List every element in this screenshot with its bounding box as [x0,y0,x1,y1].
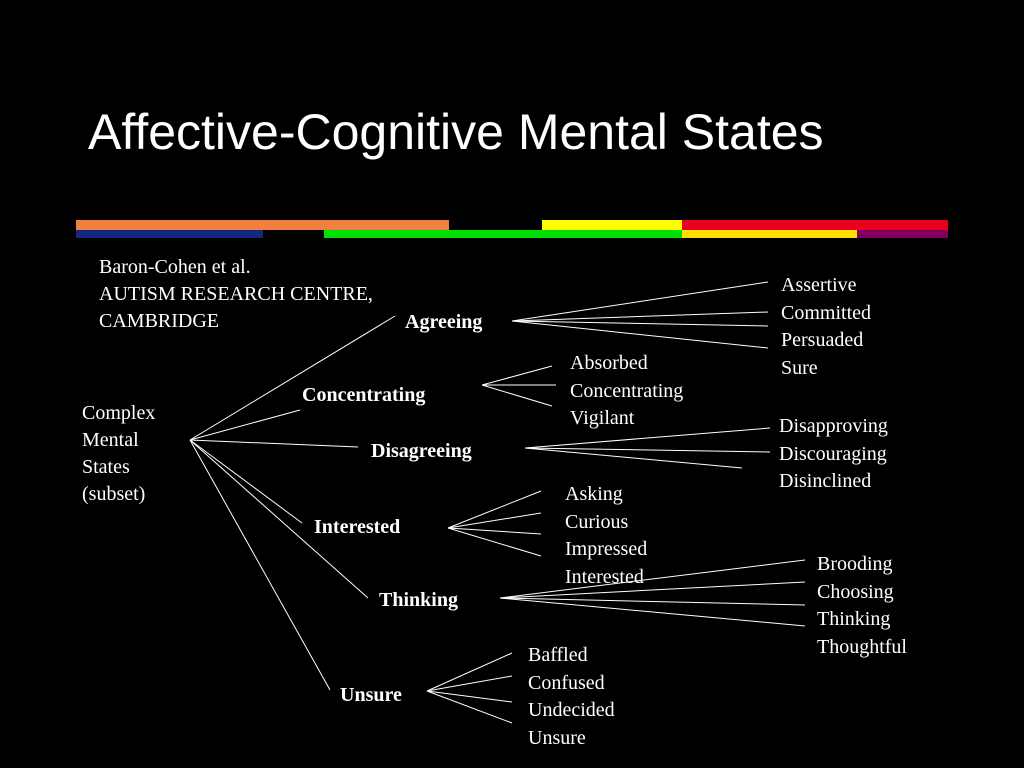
leaf-list-agreeing: Assertive Committed Persuaded Sure [781,272,871,382]
root-line: (subset) [82,483,146,505]
connector-line [189,439,331,691]
connector-line [447,527,542,535]
credit-block: Baron-Cohen et al. AUTISM RESEARCH CENTR… [99,254,373,335]
leaf-item: Absorbed [570,352,648,374]
category-disagreeing: Disagreeing [371,440,472,462]
leaf-item: Curious [565,510,629,533]
connector-line [524,447,743,469]
connector-line [447,490,542,529]
leaf-item: Disapproving [779,415,888,437]
leaf-item: Sure [781,356,818,379]
connector-line [499,597,806,627]
leaf-item: Persuaded [781,329,864,351]
leaf-item: Assertive [781,274,857,296]
connector-line [426,652,513,692]
leaf-list-thinking: Brooding Choosing Thinking Thoughtful [817,551,907,661]
leaf-item: Brooding [817,553,893,575]
leaf-item: Thinking [817,608,891,630]
divider-bar-yellow [542,220,682,230]
leaf-item: Undecided [528,699,615,721]
leaf-list-disagreeing: Disapproving Discouraging Disinclined [779,413,888,496]
divider-bar-purple [857,230,948,238]
connector-line [189,439,369,599]
connector-line [511,311,769,322]
connector-line [511,320,769,349]
leaf-list-unsure: Baffled Confused Undecided Unsure [528,642,615,752]
category-unsure: Unsure [340,684,402,706]
divider-bar-navy [76,230,263,238]
category-concentrating: Concentrating [302,384,426,406]
root-line: States [82,456,130,478]
connector-line [189,439,359,448]
leaf-item: Choosing [817,580,894,603]
leaf-item: Asking [565,483,623,505]
connector-line [481,384,553,407]
leaf-item: Confused [528,671,605,694]
leaf-item: Discouraging [779,442,887,465]
divider-bar-orange [76,220,449,230]
connector-line [447,527,542,557]
connector-line [426,690,513,724]
connector-line [447,512,542,529]
connector-line [189,315,396,441]
connector-line [499,597,806,606]
connector-line [511,281,769,322]
leaf-item: Disinclined [779,470,872,492]
connector-line [189,439,303,524]
leaf-item: Committed [781,301,871,324]
credit-line: Baron-Cohen et al. [99,256,251,278]
connector-line [426,690,513,703]
connector-line [511,320,769,327]
root-line: Complex [82,402,156,424]
connector-line [499,581,806,599]
leaf-list-concentrating: Absorbed Concentrating Vigilant [570,350,683,433]
leaf-item: Thoughtful [817,635,907,658]
connector-line [189,409,301,441]
connector-line [426,675,513,692]
credit-line: AUTISM RESEARCH CENTRE, [99,283,373,305]
divider-bar-gold [682,230,857,238]
leaf-item: Baffled [528,644,588,666]
leaf-item: Concentrating [570,379,684,402]
leaf-item: Interested [565,565,644,588]
divider-bar-red [682,220,948,230]
slide-title: Affective-Cognitive Mental States [88,104,824,160]
connector-line [481,365,553,386]
connector-line [524,427,771,449]
root-line: Mental [82,429,139,451]
credit-line: CAMBRIDGE [99,310,220,332]
category-thinking: Thinking [379,589,458,611]
leaf-item: Unsure [528,726,586,749]
category-agreeing: Agreeing [405,311,483,333]
connector-line [499,559,806,599]
connector-line [524,447,771,453]
divider-bar-green [324,230,682,238]
leaf-item: Vigilant [570,407,635,429]
root-node: Complex Mental States (subset) [82,400,155,508]
category-interested: Interested [314,516,401,538]
leaf-list-interested: Asking Curious Impressed Interested [565,481,647,591]
leaf-item: Impressed [565,538,648,560]
